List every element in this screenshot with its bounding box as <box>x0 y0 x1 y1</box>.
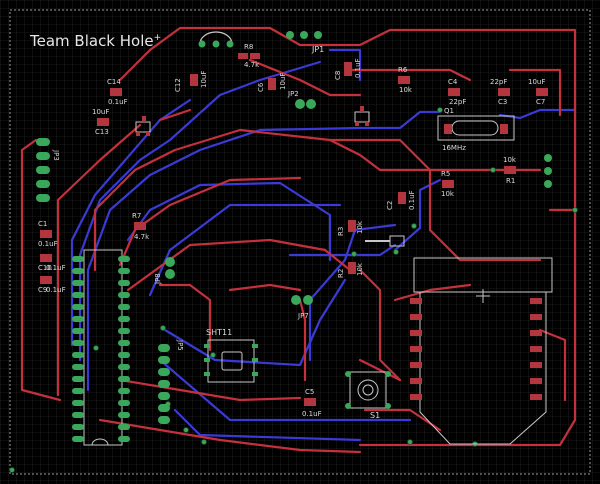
board-title: Team Black Hole+ <box>29 32 161 50</box>
c7-label: C7 <box>536 98 545 106</box>
c5-value: 0.1uF <box>302 410 322 418</box>
jp1-label: JP1 <box>311 45 324 54</box>
r7-value: 4.7k <box>134 233 150 241</box>
jp7-label: JP7 <box>297 312 309 320</box>
r8-label: R8 <box>244 43 253 51</box>
c12-value: 10uF <box>200 71 208 88</box>
c9-value: 0.1uF <box>46 286 66 294</box>
c14-label: C14 <box>107 78 121 86</box>
c12-label: C12 <box>174 78 182 92</box>
r5-label: R5 <box>441 170 450 178</box>
c6-value: 10uF <box>279 73 287 90</box>
sht11-sensor: SHT11 <box>204 328 258 383</box>
jp3-header: JP3 <box>36 138 60 202</box>
c9-label: C9 <box>38 286 47 294</box>
c10-label: C10 <box>38 264 52 272</box>
c13-value: 10uF <box>92 108 109 116</box>
c2-value: 0.1uF <box>408 190 416 210</box>
c8-value: 0.1uF <box>354 58 362 78</box>
top-layer-traces <box>20 26 577 454</box>
r7-label: R7 <box>132 212 141 220</box>
c10-value: 0.1uF <box>46 264 66 272</box>
jumpers: JP2 JP7 JP8 <box>154 90 316 320</box>
bottom-layer-traces <box>70 48 577 442</box>
r3-value: 10k <box>356 220 364 234</box>
c8-label: C8 <box>334 71 342 80</box>
mcu-dip <box>72 249 130 446</box>
c1-label: C1 <box>38 220 47 228</box>
s1-label: S1 <box>370 411 380 420</box>
r1-label: R1 <box>506 177 515 185</box>
sot-parts <box>135 106 405 247</box>
c1-value: 0.1uF <box>38 240 58 248</box>
q1-value: 16MHz <box>442 144 466 152</box>
c4-label: C4 <box>448 78 458 86</box>
r8-value: 4.7k <box>244 61 260 69</box>
radio-module <box>410 257 553 445</box>
c6-label: C6 <box>257 82 265 92</box>
r6-label: R6 <box>398 66 408 74</box>
jp1-header: JP1 <box>286 31 324 54</box>
crystal-q1: Q1 16MHz <box>437 107 515 152</box>
c3-label: C3 <box>498 98 507 106</box>
r3-label: R3 <box>337 227 345 236</box>
q1-label: Q1 <box>444 107 454 115</box>
to92-footprint <box>198 31 234 48</box>
s1-pushbutton: S1 <box>345 371 391 420</box>
jp8-label: JP8 <box>154 273 162 285</box>
jp5-label: JP5 <box>176 339 184 351</box>
r2-label: R2 <box>337 269 345 278</box>
c3-value: 22pF <box>490 78 507 86</box>
r6-value: 10k <box>399 86 413 94</box>
r5-value: 10k <box>441 190 455 198</box>
jp3-label: JP3 <box>52 149 60 161</box>
r2-value: 10k <box>356 262 364 276</box>
r1-value: 10k <box>503 156 517 164</box>
board-outline <box>9 9 591 475</box>
right-header <box>544 154 552 188</box>
c7-value: 10uF <box>528 78 545 86</box>
sht11-label: SHT11 <box>206 328 232 337</box>
jp5-header: JP5 <box>158 339 184 424</box>
jp2-label: JP2 <box>287 90 299 98</box>
c5-label: C5 <box>305 388 314 396</box>
c2-label: C2 <box>386 201 394 210</box>
c13-label: C13 <box>95 128 109 136</box>
smd-components: R8 4.7k C14 0.1uF 10uF C13 C12 10uF C6 1… <box>38 43 548 418</box>
c14-value: 0.1uF <box>108 98 128 106</box>
c4-value: 22pF <box>449 98 466 106</box>
